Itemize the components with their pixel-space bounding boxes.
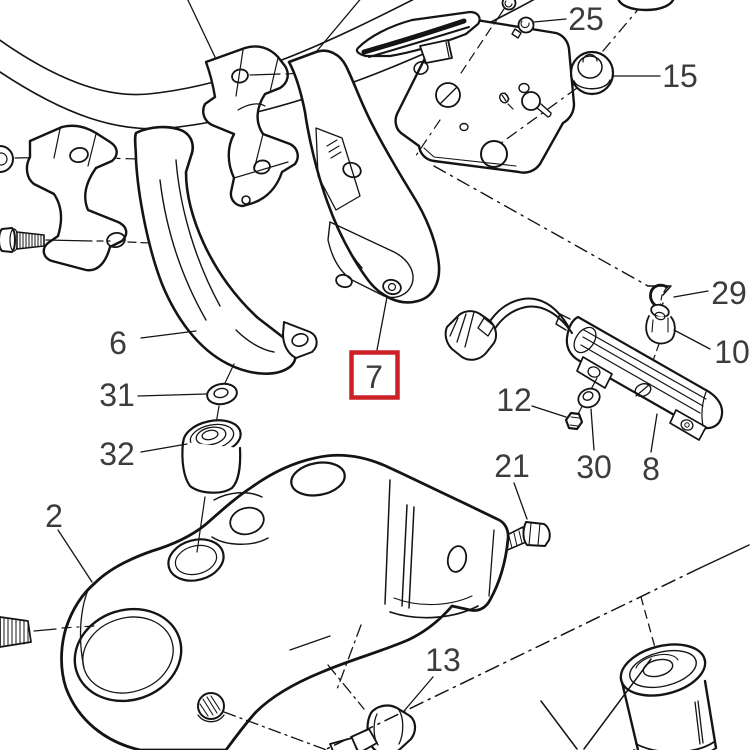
riser-bracket-7 (287, 49, 441, 304)
part-label-29[interactable]: 29 (711, 275, 747, 311)
construction-line (322, 544, 750, 750)
part-label-25[interactable]: 25 (568, 1, 604, 37)
riser-bracket-6 (133, 125, 318, 375)
part-label-15[interactable]: 15 (662, 58, 698, 94)
part-label-32[interactable]: 32 (99, 436, 135, 472)
part-label-30[interactable]: 30 (576, 449, 612, 485)
lower-triple-clamp-2 (60, 453, 510, 750)
clamp-screw (0, 227, 111, 253)
alignment-line-29 (433, 165, 672, 296)
grommet-15 (496, 0, 675, 147)
sensor-8 (555, 313, 724, 441)
bottom-left-bolt (0, 616, 95, 648)
part-label-6[interactable]: 6 (109, 325, 127, 361)
sensor-cable-connector (444, 297, 573, 361)
upper-left-clamp (25, 124, 151, 272)
part-label-21[interactable]: 21 (494, 448, 530, 484)
part-label-13[interactable]: 13 (425, 642, 461, 678)
highlight-box-part-7[interactable] (349, 350, 400, 400)
part-label-7-highlighted[interactable]: 7 (365, 359, 383, 395)
middle-clamp-half (202, 45, 303, 208)
part-label-2[interactable]: 2 (45, 498, 63, 534)
plate-wing (355, 10, 481, 64)
part-label-12[interactable]: 12 (496, 382, 532, 418)
screw-25 (511, 16, 535, 39)
washer-31 (206, 363, 238, 431)
plate-screw-top (414, 0, 517, 158)
part-label-10[interactable]: 10 (714, 334, 750, 370)
offscreen-leader-lines (187, 0, 361, 59)
washer-30 (577, 387, 601, 409)
bushing-32 (181, 419, 242, 553)
nut-12 (564, 411, 584, 431)
part-label-8[interactable]: 8 (642, 451, 660, 487)
label-leader-lines (57, 18, 711, 712)
steering-tube (619, 596, 718, 750)
part-label-31[interactable]: 31 (99, 377, 135, 413)
